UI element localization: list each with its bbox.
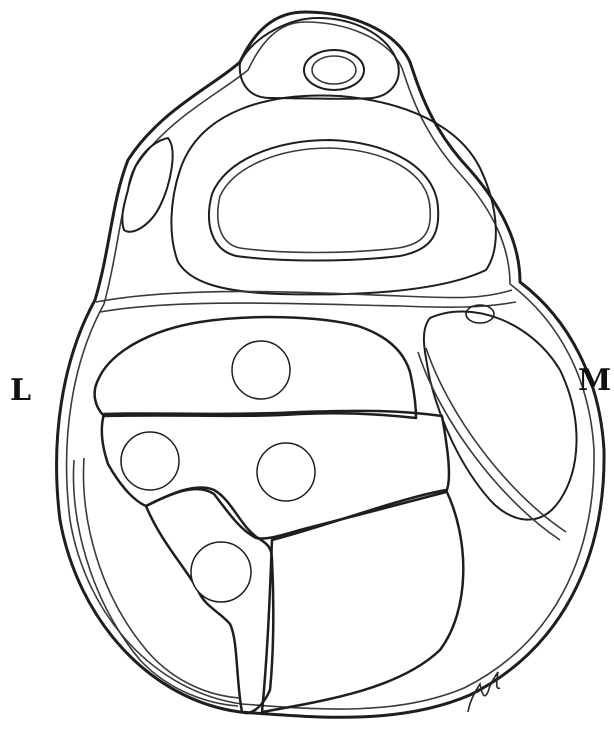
divider-upper-2 xyxy=(100,302,516,312)
lateral-label: L xyxy=(10,376,31,406)
marker-mid-compartment-left xyxy=(121,432,179,490)
outer-boundary xyxy=(57,12,604,717)
marker-mid-compartment-right xyxy=(257,443,315,501)
lower-white-compartment xyxy=(262,490,463,712)
top-small-ellipse-inner xyxy=(312,56,356,84)
medial-label: M xyxy=(578,366,611,396)
upper-inner-structure xyxy=(209,140,438,261)
marker-light-compartment xyxy=(191,542,251,602)
marker-dark-compartment xyxy=(232,341,290,399)
divider-upper xyxy=(96,290,512,302)
left-upper-pocket xyxy=(122,138,172,232)
outer-boundary-inner xyxy=(67,22,594,709)
upper-inner-structure-line xyxy=(218,148,431,253)
